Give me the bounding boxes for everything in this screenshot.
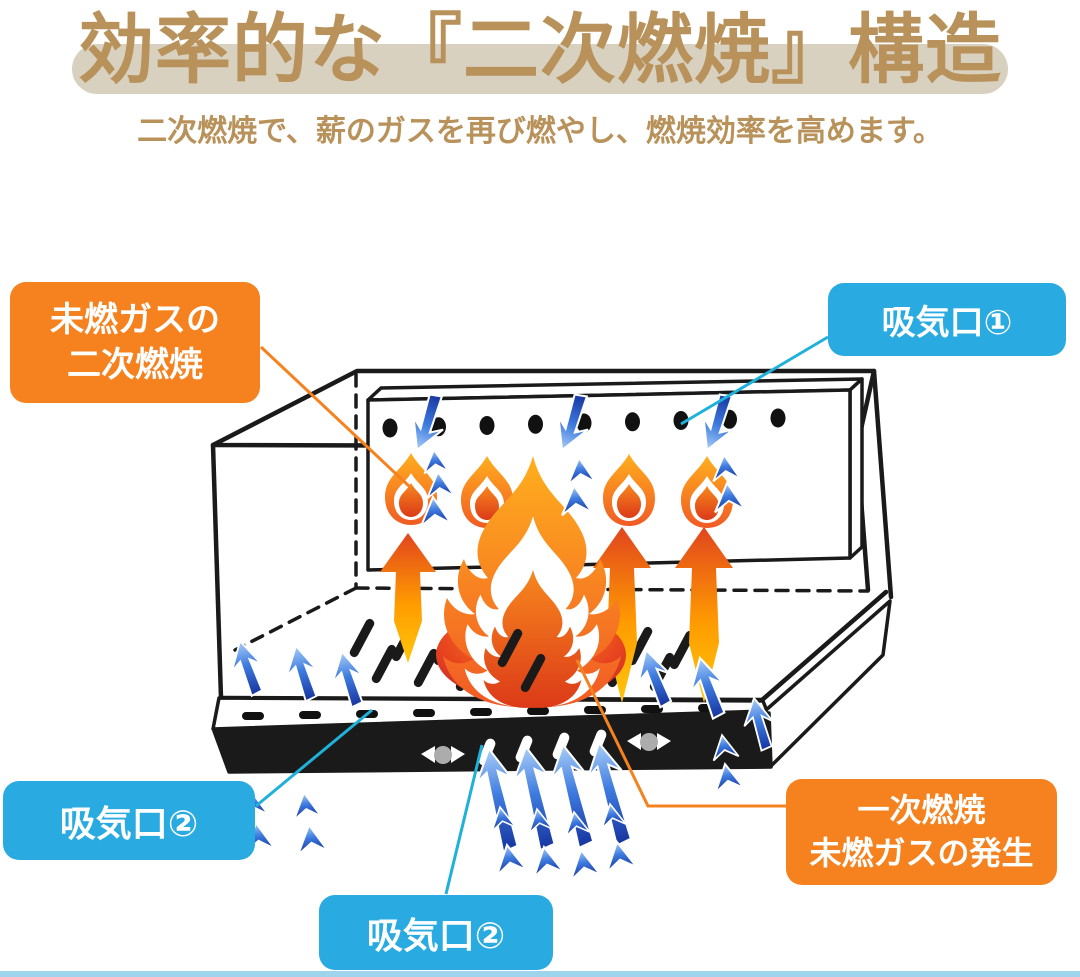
leader-lines xyxy=(255,335,829,895)
callout-text: 吸気口① xyxy=(881,303,1013,343)
callout-text: 吸気口② xyxy=(59,803,199,845)
callout-intake-1: 吸気口① xyxy=(828,283,1066,356)
callout-intake-2-bottom: 吸気口② xyxy=(319,895,553,970)
leader-secondary xyxy=(259,345,412,489)
callout-text: 一次燃焼 xyxy=(857,791,986,829)
callout-text: 二次燃焼 xyxy=(67,344,203,385)
leader-intake2-bottom xyxy=(444,744,484,895)
air-chevron-icon xyxy=(293,821,329,856)
callout-primary-combustion: 一次燃焼 未燃ガスの発生 xyxy=(786,779,1057,885)
air-holes-row xyxy=(382,408,786,438)
air-chevron-icon xyxy=(289,790,322,821)
title-banner xyxy=(72,44,1008,94)
air-chevron-icon xyxy=(491,841,528,877)
callout-intake-2-left: 吸気口② xyxy=(3,781,255,860)
page-title: 効率的な『二次燃焼』構造 xyxy=(78,5,1002,94)
bottom-divider xyxy=(0,971,1080,977)
leader-intake1 xyxy=(680,335,829,426)
air-arrow-icon xyxy=(280,641,324,705)
orange-up-arrow-icon xyxy=(675,527,733,703)
air-chevron-icon xyxy=(601,838,638,874)
callout-text: 未燃ガスの xyxy=(50,299,220,340)
callout-secondary-combustion: 未燃ガスの 二次燃焼 xyxy=(10,282,260,403)
air-chevron-icon xyxy=(565,846,602,882)
callout-text: 未燃ガスの発生 xyxy=(809,834,1034,872)
orange-up-arrow-icon xyxy=(380,533,436,663)
air-arrow-icon xyxy=(224,636,270,701)
air-chevron-icon xyxy=(528,843,565,879)
main-fire xyxy=(436,456,626,708)
leader-intake2-left xyxy=(255,708,373,808)
hot-gas-up-arrows xyxy=(380,527,733,703)
leader-primary xyxy=(575,659,786,808)
page-subtitle: 二次燃焼で、薪のガスを再び燃やし、燃焼効率を高めます。 xyxy=(137,114,943,149)
orange-up-arrow-icon xyxy=(593,527,651,703)
callout-text: 吸気口② xyxy=(366,915,506,957)
